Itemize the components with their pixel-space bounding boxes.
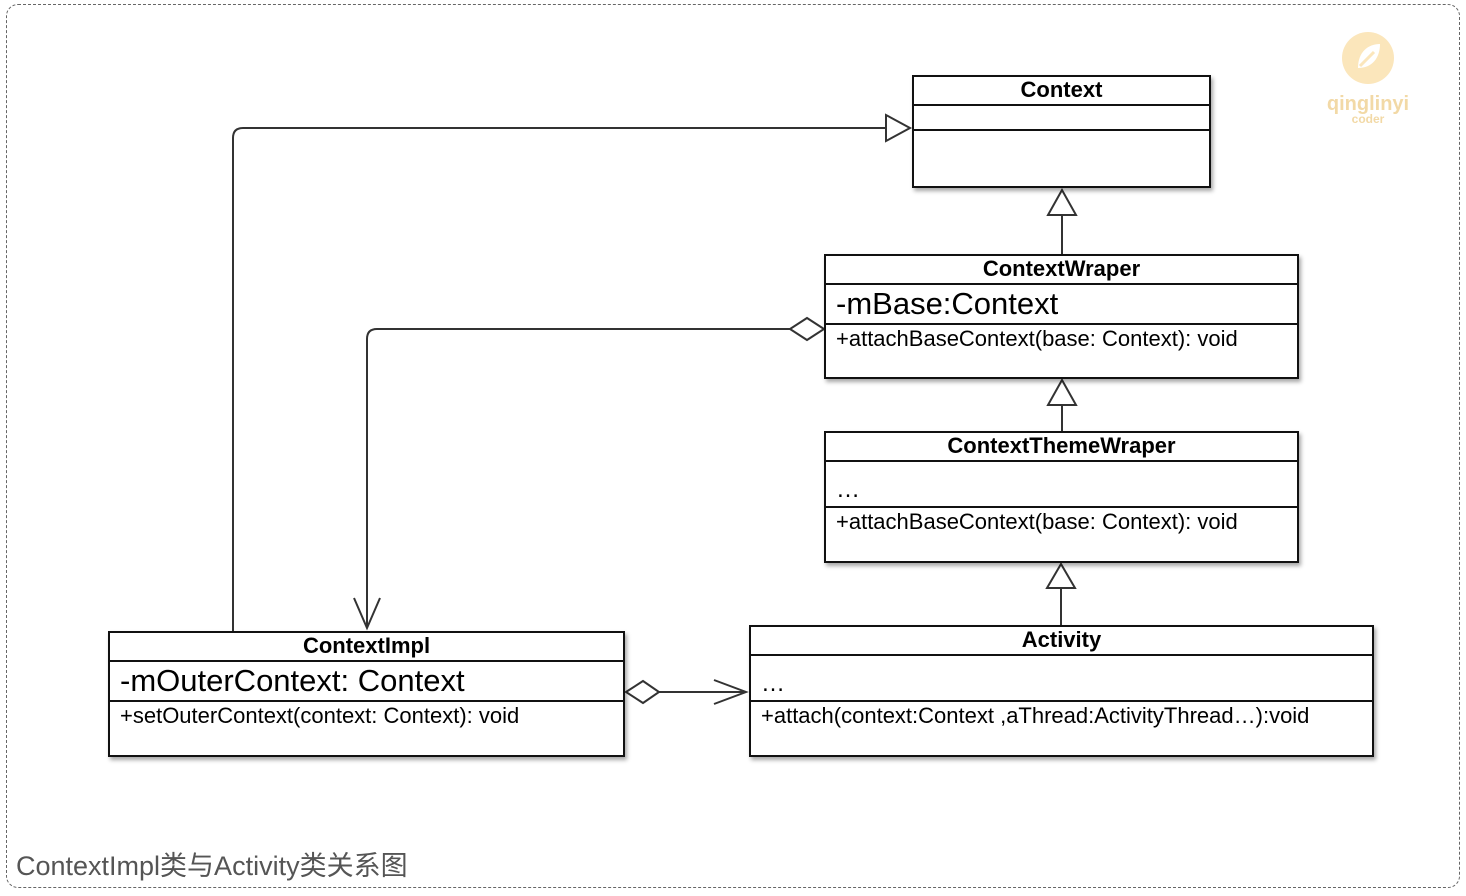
class-attributes: -mBase:Context xyxy=(826,285,1297,325)
class-context-impl: ContextImpl -mOuterContext: Context +set… xyxy=(108,631,625,757)
generalization-arrowhead xyxy=(885,113,913,143)
leaf-logo-icon xyxy=(1342,32,1394,84)
class-name: Context xyxy=(914,77,1209,106)
class-operations: +attachBaseContext(base: Context): void xyxy=(836,509,1238,534)
class-attributes xyxy=(914,106,1209,131)
impl-to-context-line xyxy=(232,127,886,632)
wrapper-aggregation-line xyxy=(366,328,790,628)
class-operations: +attachBaseContext(base: Context): void xyxy=(836,326,1238,351)
class-context-wrapper: ContextWraper -mBase:Context +attachBase… xyxy=(824,254,1299,379)
navigability-arrowhead xyxy=(713,679,749,705)
aggregation-diamond xyxy=(624,679,661,705)
class-activity: Activity … +attach(context:Context ,aThr… xyxy=(749,625,1374,757)
class-context: Context xyxy=(912,75,1211,188)
generalization-arrowhead xyxy=(1045,562,1077,589)
class-name: ContextImpl xyxy=(110,633,623,662)
class-context-theme-wrapper: ContextThemeWraper … +attachBaseContext(… xyxy=(824,431,1299,563)
navigability-arrowhead xyxy=(353,597,381,631)
class-name: ContextThemeWraper xyxy=(826,433,1297,462)
diagram-frame xyxy=(6,4,1460,888)
watermark-sub: coder xyxy=(1351,112,1385,126)
class-attributes: … xyxy=(826,462,1297,508)
class-operations: +attach(context:Context ,aThread:Activit… xyxy=(761,703,1310,728)
class-attributes: … xyxy=(751,656,1372,702)
generalization-arrowhead xyxy=(1046,187,1078,216)
generalization-arrowhead xyxy=(1046,377,1078,406)
aggregation-diamond xyxy=(788,316,826,342)
class-attributes: -mOuterContext: Context xyxy=(110,662,623,702)
class-name: Activity xyxy=(751,627,1372,656)
watermark-logo: qinglinyi coder xyxy=(1308,30,1428,130)
watermark-word: qinglinyi xyxy=(1326,93,1410,115)
class-operations: +setOuterContext(context: Context): void xyxy=(120,703,520,728)
diagram-caption: ContextImpl类与Activity类关系图 xyxy=(16,851,408,881)
class-name: ContextWraper xyxy=(826,256,1297,285)
